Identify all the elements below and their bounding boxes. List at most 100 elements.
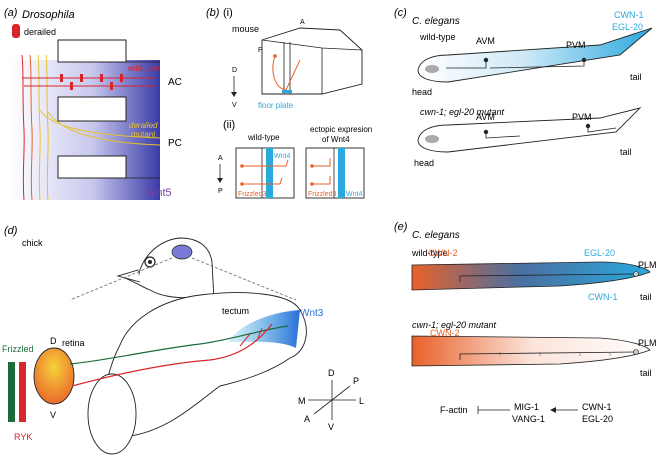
- wildtype-axon-top: [242, 159, 289, 167]
- chick-brain-highlight: [171, 244, 193, 260]
- worm-wildtype-head-mark: [425, 65, 439, 73]
- axis-v-label: V: [232, 102, 237, 109]
- zoom-line-left: [69, 257, 173, 301]
- axis-a-label: A: [300, 19, 305, 26]
- derailed-markers: [60, 74, 123, 90]
- orange-axon-tract: [29, 54, 33, 201]
- e-egl20-label: EGL-20: [584, 248, 615, 258]
- ac-label: AC: [168, 77, 182, 88]
- floor-plate-groove: [283, 42, 291, 94]
- wnt5-label: Wnt5: [146, 187, 172, 199]
- ectopic-frizzled-label: Frizzled3: [308, 191, 337, 198]
- chick-pupil: [148, 260, 152, 264]
- wnt3-label: Wnt3: [300, 308, 324, 319]
- floor-plate-mark: [282, 90, 292, 93]
- mouse-label: mouse: [232, 24, 259, 34]
- panel-b-label: (b): [206, 7, 220, 19]
- e-cwn2-mutant-label: CWN-2: [430, 328, 460, 338]
- c-egl20-label: EGL-20: [612, 22, 643, 32]
- wildtype-wnt4-stripe: [266, 148, 273, 198]
- yellow-axon-tract-2: [45, 54, 49, 201]
- derailed-axon-2: [47, 111, 161, 146]
- ii-ectopic-label-2: of Wnt4: [322, 135, 350, 144]
- avm-mutant-label: AVM: [476, 112, 495, 122]
- e-tail-mutant-label: tail: [640, 368, 652, 378]
- derailed-mutant-label-2: mutant: [131, 130, 156, 139]
- plm-wildtype-neuron: [633, 271, 639, 277]
- green-axon: [69, 325, 289, 365]
- spinal-cord-block: [261, 27, 363, 95]
- floor-plate-label: floor plate: [258, 101, 294, 110]
- panel-e-label: (e): [394, 221, 408, 233]
- commissural-neuron-b: [273, 54, 277, 58]
- panel-b: (b) (i) mouse A P D V floor plate (ii) w…: [206, 7, 372, 199]
- plm-mutant-axon: [459, 351, 636, 360]
- cross-v-label: V: [328, 422, 334, 432]
- tail-wildtype-body: [411, 261, 651, 291]
- cross-p-label: P: [353, 376, 359, 386]
- cross-d-label: D: [328, 368, 335, 378]
- plm-mutant-ticks: [499, 352, 611, 356]
- worm-wildtype-body: [417, 27, 653, 83]
- c-head-mutant-label: head: [414, 158, 434, 168]
- c-tail-mutant-label: tail: [620, 147, 632, 157]
- plm-mutant-neuron: [633, 349, 639, 355]
- panel-d: (d) chick tectum Wnt3 retina D V Frizzle…: [2, 225, 364, 455]
- e-cwn2-label: CWN-2: [428, 248, 458, 258]
- e-plm-label: PLM: [638, 260, 657, 270]
- tail-mutant-body: [411, 335, 651, 367]
- red-axon: [71, 323, 273, 387]
- c-cwn1-label: CWN-1: [614, 10, 644, 20]
- frizzled-label: Frizzled: [2, 344, 34, 354]
- retina-label: retina: [62, 338, 85, 348]
- axis-p-label: P: [258, 47, 263, 54]
- derailed-legend-label: derailed: [24, 27, 56, 37]
- worm-mutant-head-mark: [425, 135, 439, 143]
- ryk-label: RYK: [14, 432, 32, 442]
- ii-wildtype-label: wild-type: [247, 133, 280, 142]
- c-organism-label: C. elegans: [412, 16, 460, 27]
- wildtype-box: [235, 147, 295, 199]
- tectum-label: tectum: [222, 306, 249, 316]
- yellow-axon-tract-1: [37, 54, 41, 201]
- retina: [33, 347, 75, 405]
- pvm-neuron: [581, 57, 587, 63]
- cross-l-label: L: [359, 396, 364, 406]
- derailed-mutant-label-1: derailed: [129, 121, 158, 130]
- ac-box-top: [57, 39, 127, 63]
- derailed-legend-swatch: [12, 24, 20, 38]
- pvm-mutant-label: PVM: [572, 112, 592, 122]
- chick-head: [118, 237, 215, 301]
- panel-a-label: (a): [4, 7, 18, 19]
- pc-label: PC: [168, 138, 182, 149]
- ap-p-label: P: [218, 188, 223, 195]
- ectopic-wnt4-stripe: [338, 148, 345, 198]
- wildtype-label: wild-type: [127, 64, 160, 73]
- wildtype-neuron-bottom: [240, 182, 244, 186]
- cross-m-label: M: [298, 396, 306, 406]
- wildtype-frizzled-label: Frizzled3: [238, 191, 267, 198]
- ectopic-axon-top: [312, 158, 331, 167]
- e-mutant-label: cwn-1; egl-20 mutant: [412, 320, 497, 330]
- pathway-vang1: VANG-1: [512, 414, 545, 424]
- wildtype-neuron-top: [240, 164, 244, 168]
- panel-b-sub-ii: (ii): [223, 119, 235, 131]
- panel-e: (e) C. elegans wild-type CWN-2 EGL-20 CW…: [394, 221, 657, 424]
- d-dorsal-label: D: [50, 336, 57, 346]
- pathway-mig1: MIG-1: [514, 402, 539, 412]
- spinal-cord-top-face: [261, 39, 363, 94]
- ryk-bar: [19, 362, 26, 422]
- worm-mutant-body: [417, 107, 642, 153]
- red-branch: [239, 327, 263, 347]
- ectopic-wnt4-label: Wnt4: [346, 191, 362, 198]
- drosophila-label: Drosophila: [22, 9, 75, 21]
- axis-d-label: D: [232, 67, 237, 74]
- panel-c-label: (c): [394, 7, 407, 19]
- panel-a: (a) Drosophila derailed wild-type: [4, 7, 182, 201]
- e-cwn1-label: CWN-1: [588, 292, 618, 302]
- frizzled-bar: [8, 362, 15, 422]
- zoom-line-right: [191, 257, 297, 301]
- panel-d-label: (d): [4, 225, 18, 237]
- wildtype-axon-bottom: [242, 177, 283, 185]
